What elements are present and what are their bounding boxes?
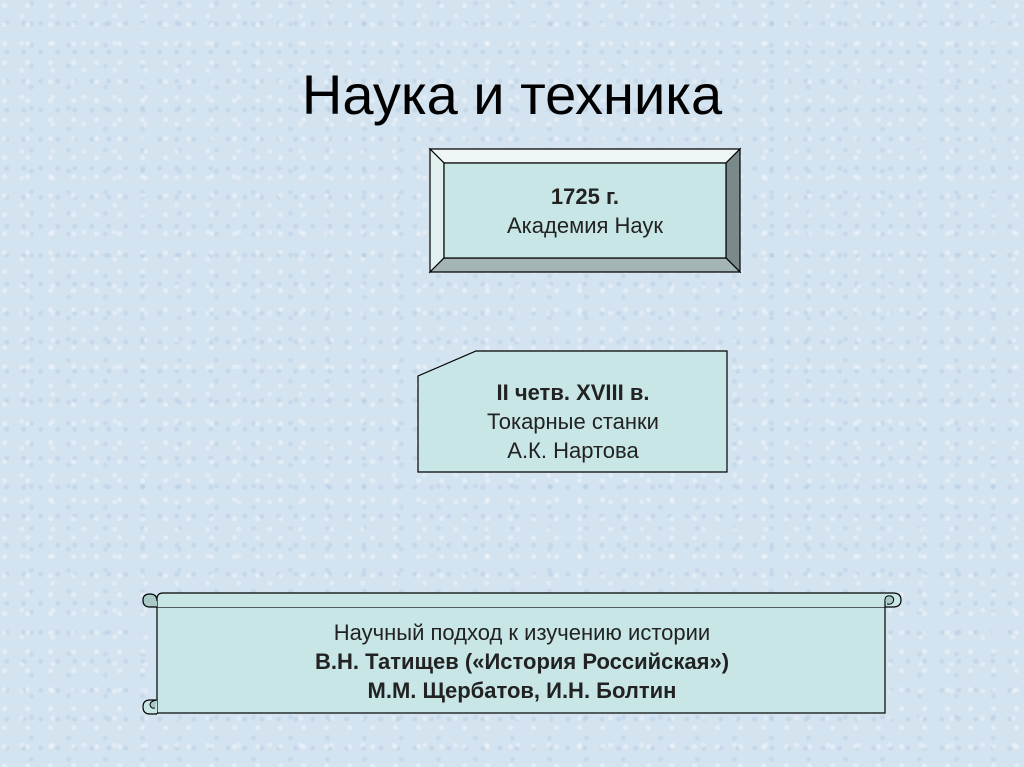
academy-name: Академия Наук <box>506 213 664 238</box>
lathes-author: А.К. Нартова <box>507 438 639 463</box>
history-scroll-shape <box>142 592 902 715</box>
lathes-box-shape <box>417 350 728 473</box>
lathes-period: II четв. XVIII в. <box>496 380 650 405</box>
history-tatishchev: В.Н. Татищев («История Российская») <box>314 649 730 674</box>
lathes-box: II четв. XVIII в. Токарные станки А.К. Н… <box>417 350 728 473</box>
lathes-title: Токарные станки <box>487 409 659 434</box>
academy-year: 1725 г. <box>550 184 620 209</box>
history-scroll: Научный подход к изучению истории В.Н. Т… <box>140 590 904 718</box>
slide-title: Наука и техника <box>301 63 723 126</box>
history-scherbatov-boltin: М.М. Щербатов, И.Н. Болтин <box>367 678 677 703</box>
academy-box-shape <box>428 147 742 274</box>
history-heading: Научный подход к изучению истории <box>333 620 711 645</box>
academy-box: 1725 г. Академия Наук <box>428 147 742 274</box>
